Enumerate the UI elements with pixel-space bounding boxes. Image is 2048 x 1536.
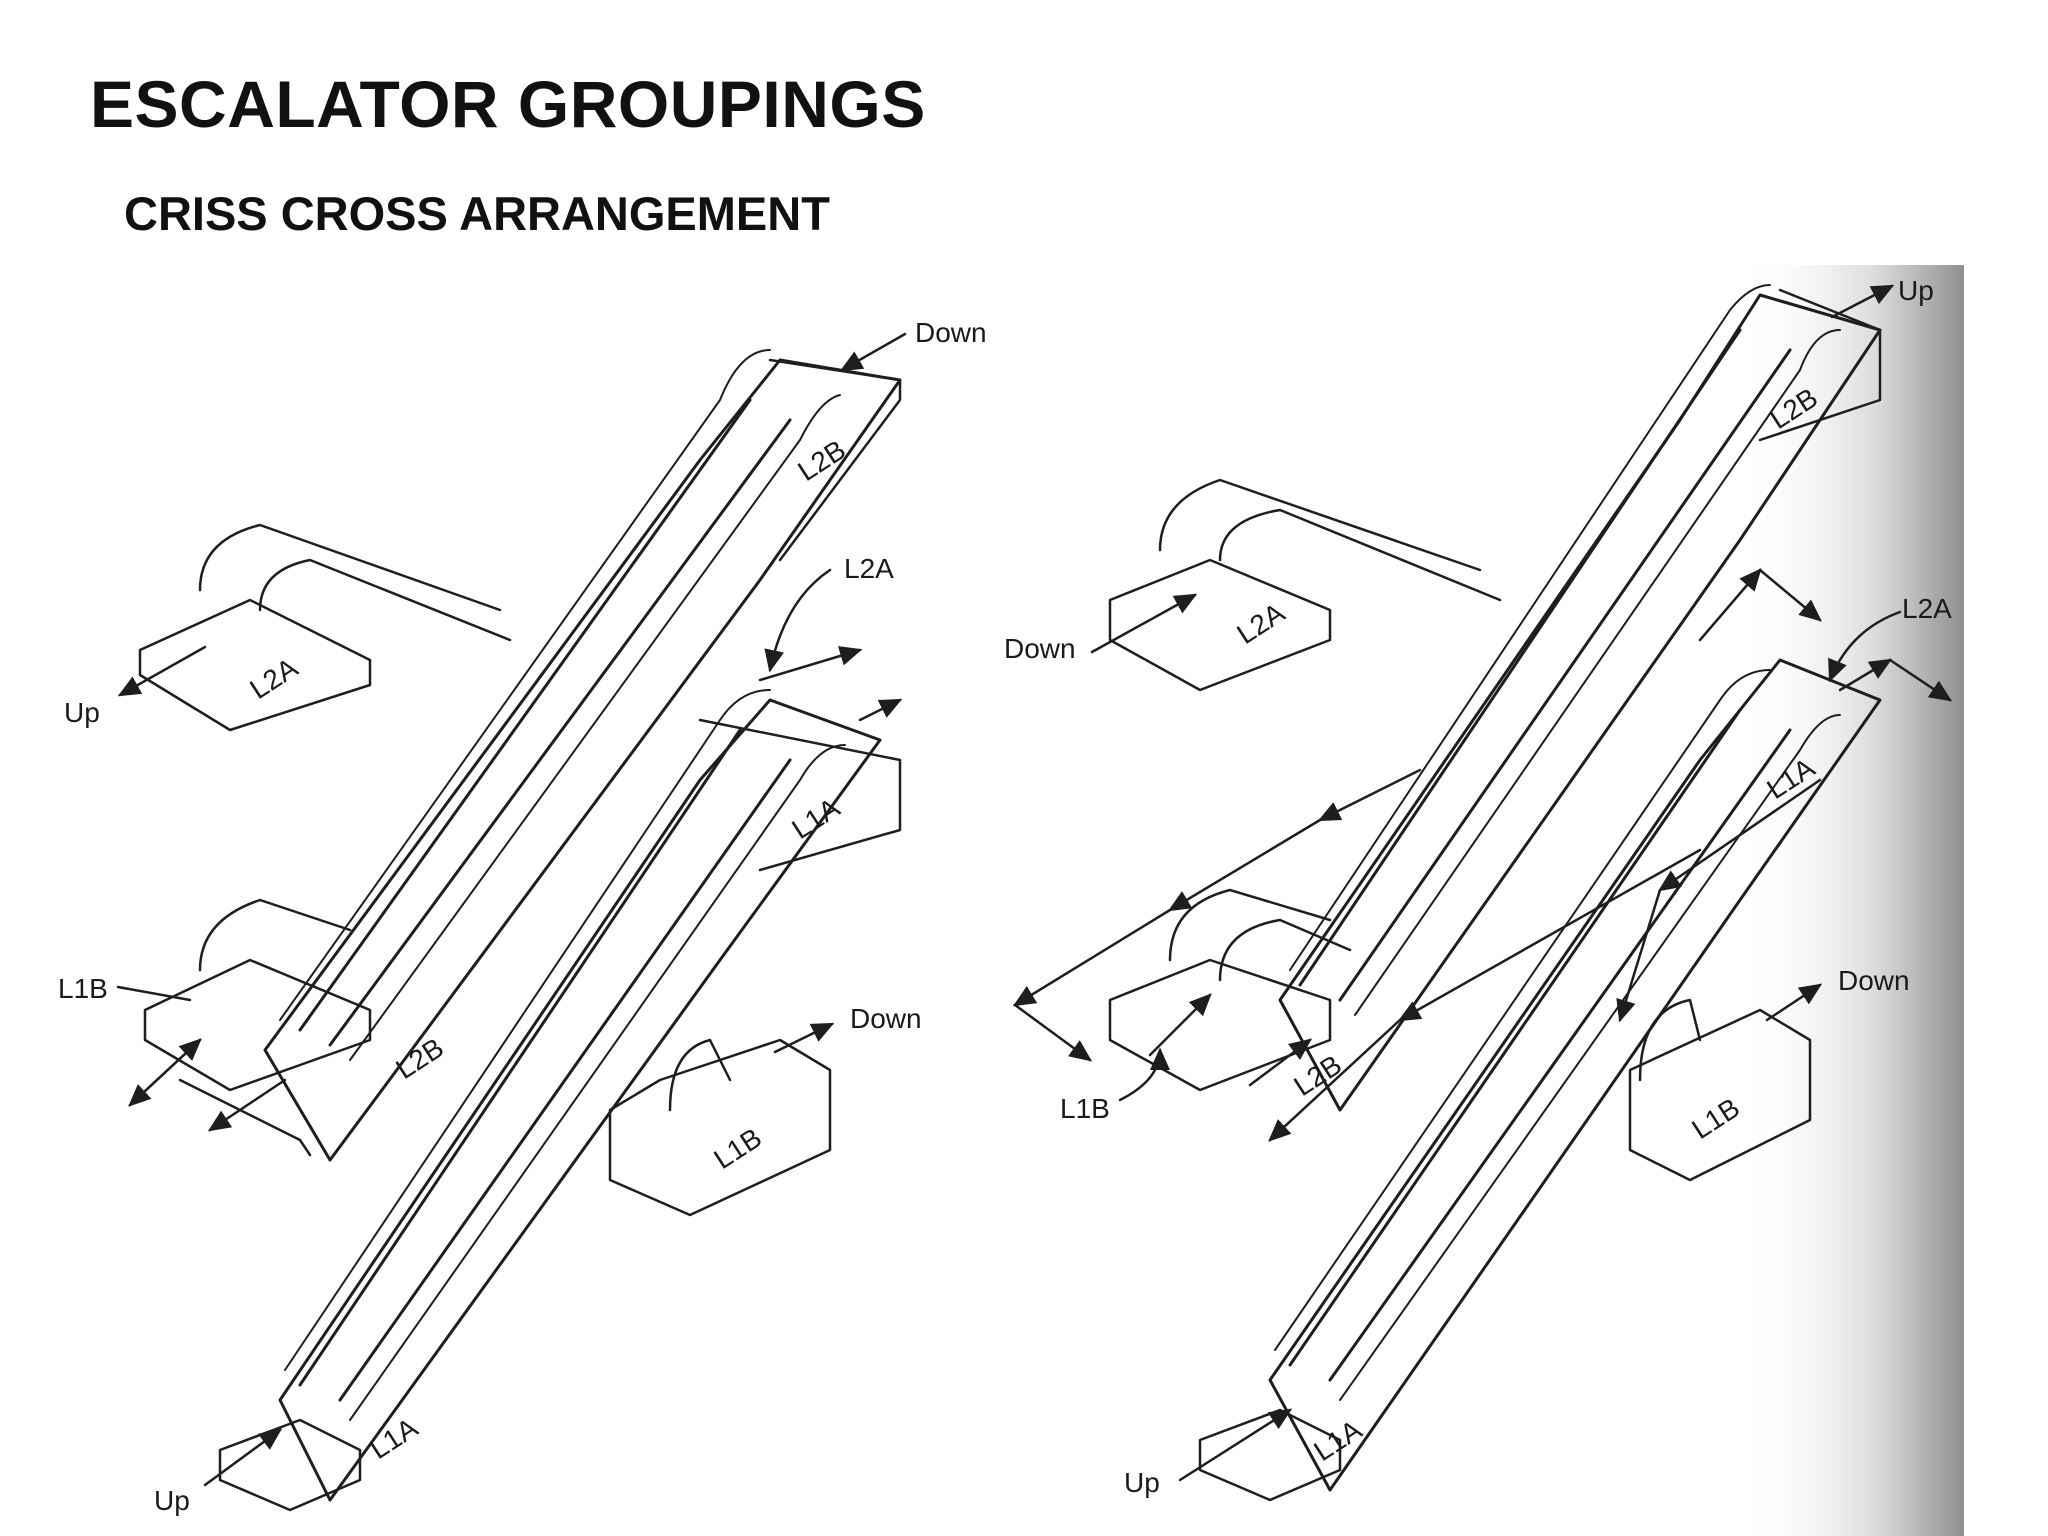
page-edge-shadow	[1740, 265, 1964, 1536]
right-landing-l2b	[1758, 288, 1882, 442]
left-label-down-top: Down	[915, 317, 987, 348]
right-label-l1b-callout: L1B	[1060, 1093, 1110, 1124]
left-label-l2a-landing: L2A	[244, 652, 303, 705]
right-arrow-l1b-callout	[1118, 1047, 1170, 1102]
right-arrow-up-top	[1830, 284, 1895, 319]
left-landing-l2a	[138, 523, 512, 732]
right-arrow-l1a-span-a	[1657, 778, 1822, 892]
left-arrow-l1b-callout	[116, 985, 192, 1002]
right-arrow-long-lower-b	[1268, 1018, 1402, 1142]
right-arrow-l2a-span-a	[1698, 568, 1762, 642]
left-label-l1b-callout: L1B	[58, 973, 108, 1004]
right-arrow-down-left	[1090, 593, 1198, 654]
left-arrow-up-left	[117, 645, 207, 697]
right-arrow-l1b-a	[1148, 993, 1212, 1057]
left-arrow-l2a-span-upper	[758, 646, 863, 682]
right-arrow-l2a-curve	[1828, 610, 1902, 683]
left-label-up-bottom: Up	[154, 1485, 190, 1516]
right-arrow-l2a-span-c	[1838, 658, 1893, 692]
left-label-up-left: Up	[64, 697, 100, 728]
right-arrow-down-right	[1765, 983, 1823, 1022]
left-landing-l1b	[143, 898, 372, 1157]
right-arrow-long-upper-b	[1167, 818, 1322, 912]
right-arrow-long-upper	[1317, 768, 1422, 822]
left-arrow-down-top	[839, 332, 907, 372]
left-arrow-up-bottom	[203, 1428, 283, 1487]
left-arrow-down-right	[773, 1022, 835, 1054]
right-label-l2a-landing: L2A	[1231, 597, 1290, 650]
right-landing-l1b-right	[1628, 998, 1812, 1182]
page-subtitle: CRISS CROSS ARRANGEMENT	[124, 187, 830, 240]
left-landing-l1a-bottom	[218, 1418, 362, 1512]
left-landing-l1a-mid	[698, 718, 902, 872]
left-landing-l2b	[768, 358, 902, 562]
right-arrow-long-lower	[1397, 848, 1702, 1022]
right-label-l1b-right: L1B	[1686, 1092, 1745, 1145]
left-escalator-diagram: Down L2B L2A L2A Up L1A L1B L2B Down L1B…	[58, 317, 987, 1516]
right-label-down-left: Down	[1004, 633, 1076, 664]
right-label-up-top: Up	[1898, 275, 1934, 306]
left-arrow-l1b-b	[128, 1038, 202, 1107]
left-arrow-l2a-curve	[764, 568, 832, 673]
right-arrow-up-bottom	[1178, 1408, 1293, 1482]
right-arrow-l1a-span-b	[1616, 888, 1662, 1023]
left-label-down-right: Down	[850, 1003, 922, 1034]
right-landing-l1b-mid	[1108, 888, 1352, 1092]
left-arrow-l1b-c	[207, 1078, 287, 1132]
left-label-l1a-bottom: L1A	[364, 1412, 423, 1465]
right-arrow-long-left	[1012, 908, 1172, 1007]
left-lower-escalator	[278, 689, 882, 1502]
left-label-l2b-bottom: L2B	[390, 1032, 449, 1085]
left-label-l2a-callout: L2A	[844, 553, 894, 584]
right-arrow-l2a-span-b	[1758, 568, 1822, 622]
right-label-l1a-bottom: L1A	[1308, 1414, 1367, 1467]
left-label-l1b-bottom: L1B	[708, 1122, 767, 1175]
right-lower-escalator	[1268, 658, 1882, 1492]
right-label-l2b-bottom: L2B	[1288, 1049, 1347, 1102]
right-label-l2a-callout: L2A	[1902, 593, 1952, 624]
right-arrow-l1b-b	[1248, 1038, 1312, 1087]
right-landing-l2a	[1108, 478, 1502, 692]
right-label-down-right: Down	[1838, 965, 1910, 996]
right-arrow-l2a-span-d	[1888, 658, 1953, 702]
right-label-up-bottom: Up	[1124, 1467, 1160, 1498]
left-arrow-l2a-span-lower	[858, 698, 903, 722]
page-title: ESCALATOR GROUPINGS	[90, 67, 926, 141]
right-arrow-long-left-b	[1013, 1003, 1093, 1062]
